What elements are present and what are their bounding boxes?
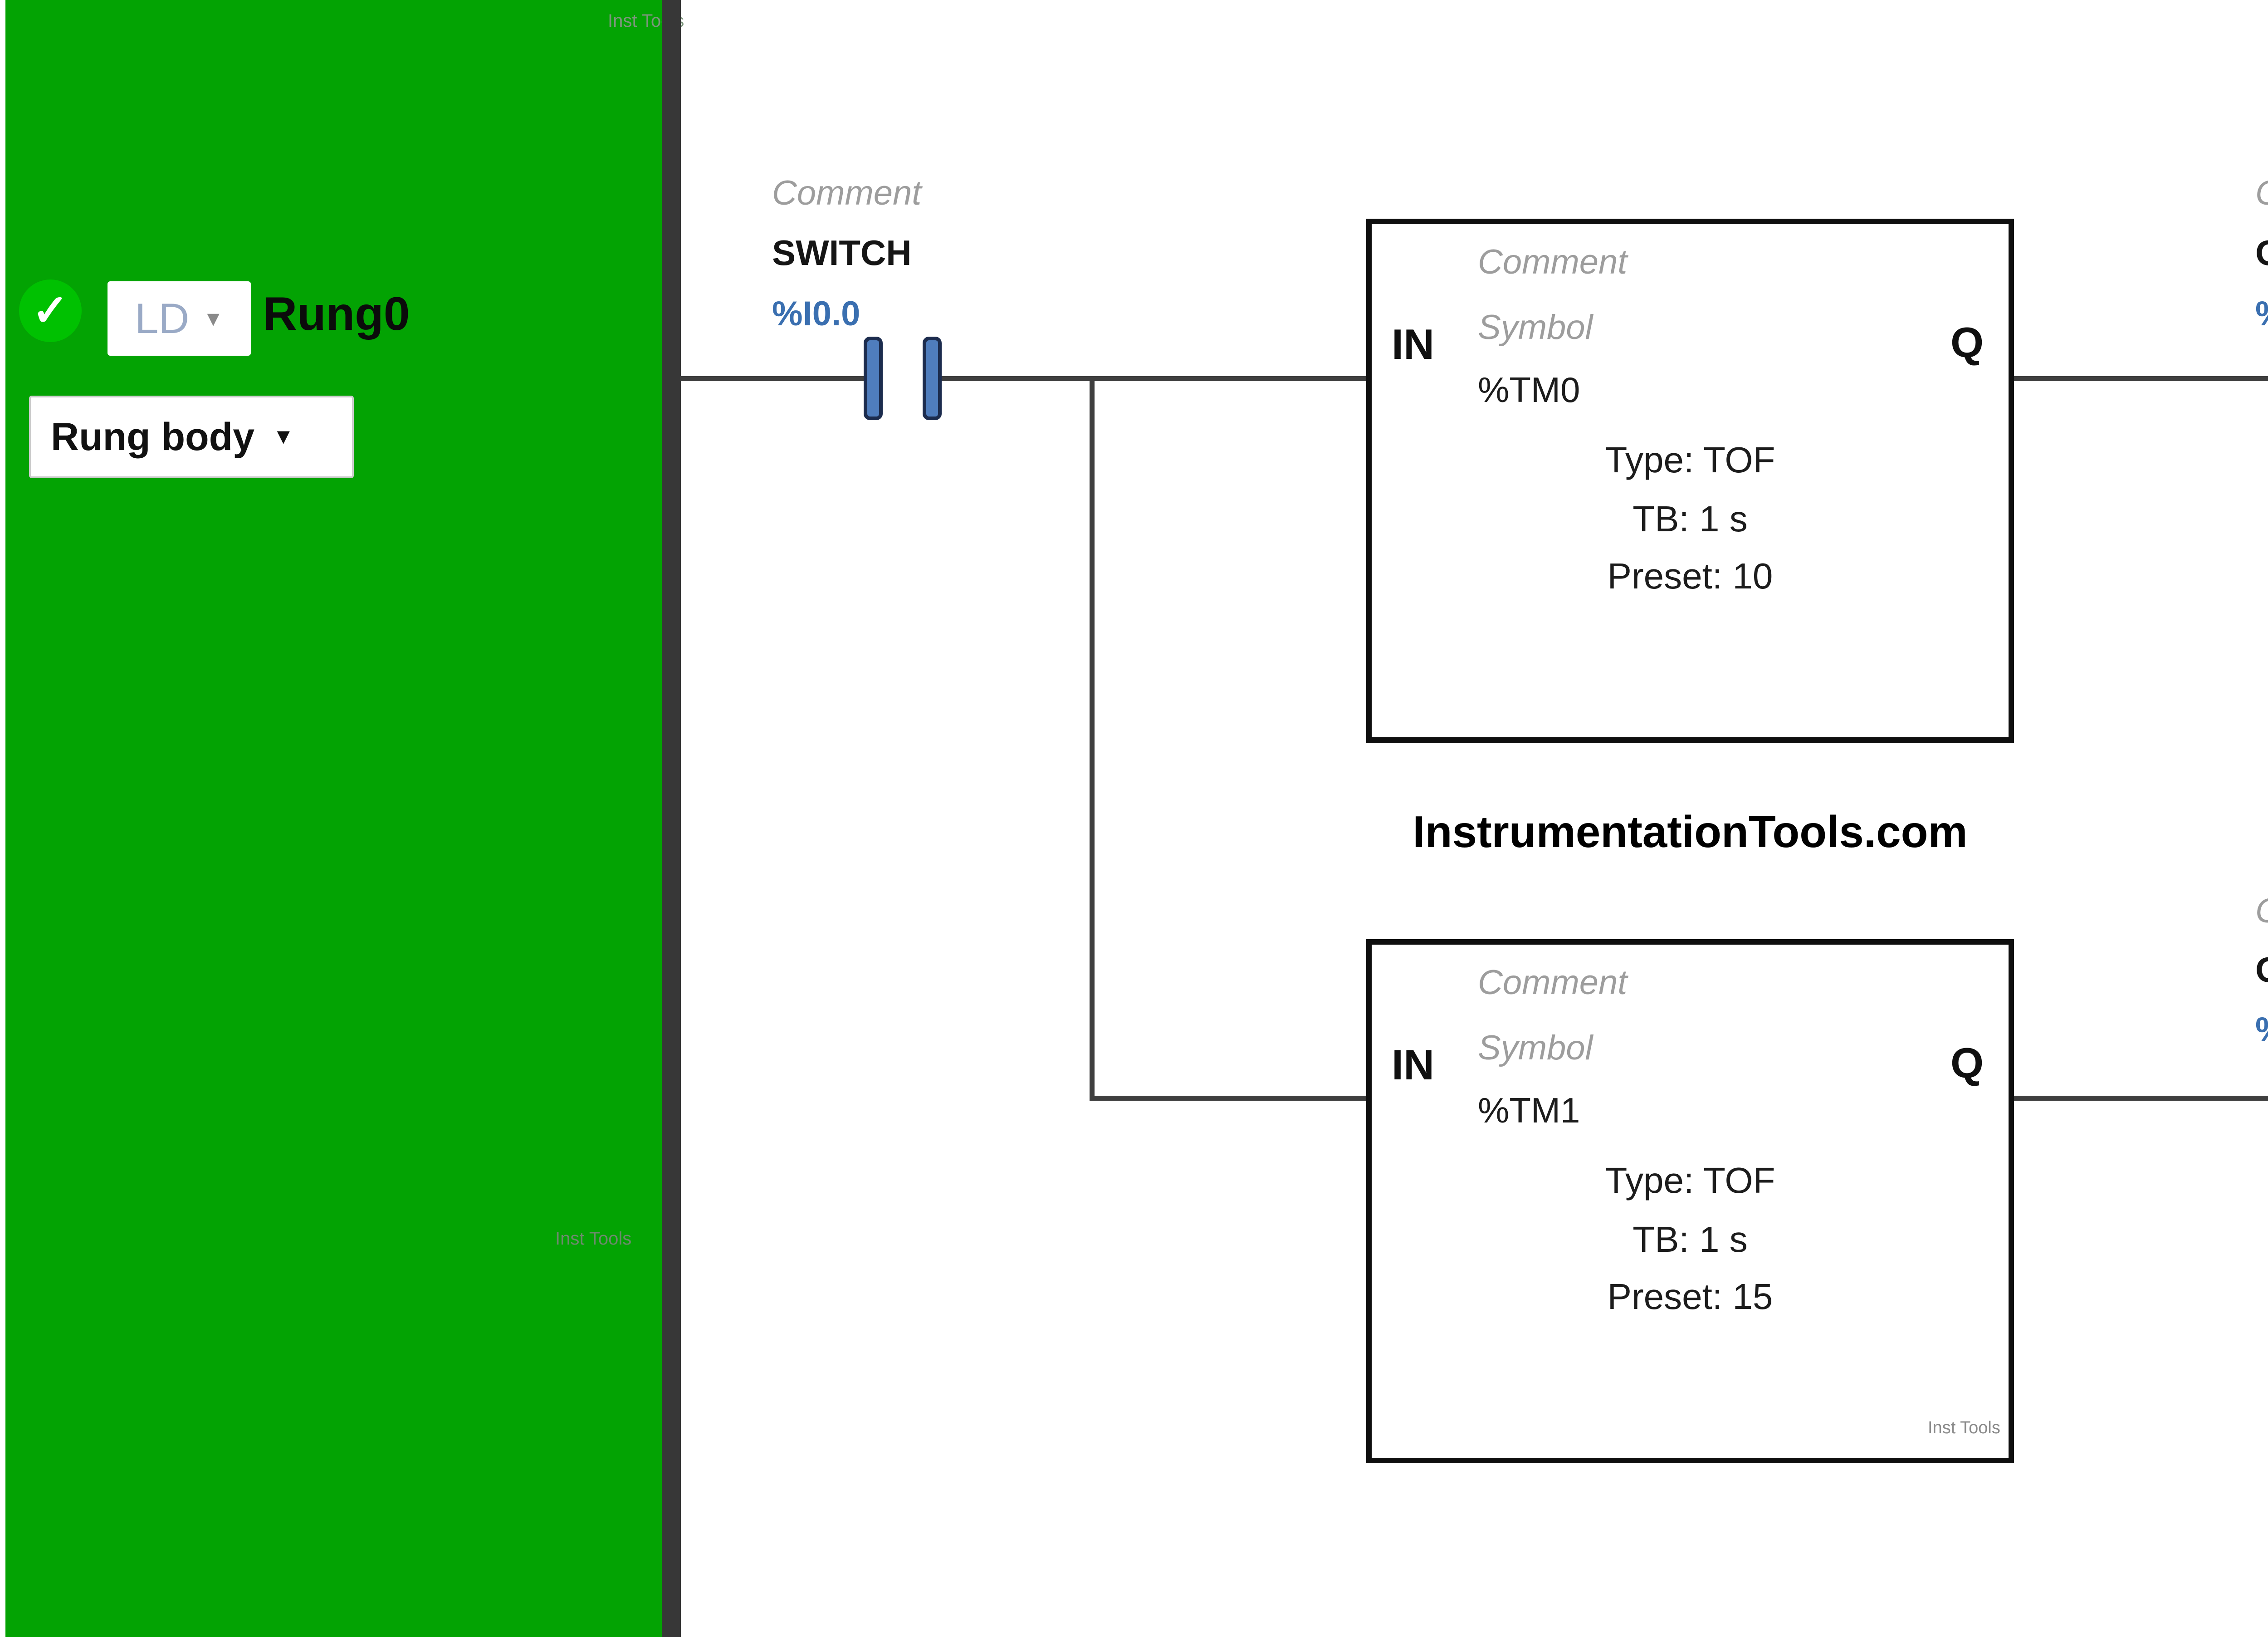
- contact-symbol-left-bar[interactable]: [864, 337, 883, 420]
- rung-body-dropdown[interactable]: Rung body ▼: [29, 396, 354, 478]
- coil2-address[interactable]: %Q0.1: [2255, 1013, 2268, 1047]
- check-glyph: ✓: [32, 286, 69, 335]
- timer2-address[interactable]: %TM1: [1478, 1090, 1580, 1130]
- rung-body-dropdown-value: Rung body: [51, 415, 255, 459]
- rung-title: Rung0: [263, 288, 410, 340]
- timer1-in-pin: IN: [1392, 320, 1434, 368]
- timer1-symbol-label[interactable]: Symbol: [1478, 308, 1593, 347]
- contact-address[interactable]: %I0.0: [772, 294, 860, 333]
- timer1-comment[interactable]: Comment: [1478, 243, 1628, 281]
- chevron-down-icon: ▼: [203, 307, 224, 330]
- timer2-watermark: Inst Tools: [1928, 1418, 2000, 1437]
- timer1-type[interactable]: Type: TOF: [1605, 440, 1775, 480]
- language-dropdown-value: LD: [135, 294, 190, 342]
- coil1-name[interactable]: OUTPUT_1: [2255, 235, 2268, 270]
- center-watermark: InstrumentationTools.com: [1413, 807, 1968, 857]
- timer2-preset[interactable]: Preset: 15: [1607, 1276, 1773, 1317]
- timer1-time-base[interactable]: TB: 1 s: [1633, 499, 1748, 539]
- timer1-q-pin: Q: [1950, 319, 1984, 366]
- panel-watermark: Inst Tools: [555, 1229, 632, 1249]
- contact-name[interactable]: SWITCH: [772, 233, 912, 273]
- timer1-preset[interactable]: Preset: 10: [1607, 556, 1773, 596]
- language-dropdown[interactable]: LD ▼: [108, 281, 251, 356]
- coil1-address[interactable]: %Q0.0: [2255, 297, 2268, 331]
- timer-block-2[interactable]: [1366, 939, 2014, 1463]
- coil2-name[interactable]: OUTPUT_2: [2255, 952, 2268, 987]
- wire-contact-to-timer1: [942, 376, 1366, 381]
- rung-header-panel: [5, 0, 662, 1637]
- timer2-comment[interactable]: Comment: [1478, 963, 1628, 1002]
- coil2-comment[interactable]: Comment: [2255, 894, 2268, 928]
- contact-symbol-right-bar[interactable]: [923, 337, 942, 420]
- timer2-q-pin: Q: [1950, 1039, 1984, 1087]
- timer2-in-pin: IN: [1392, 1041, 1434, 1088]
- timer1-address[interactable]: %TM0: [1478, 370, 1580, 410]
- contact-comment[interactable]: Comment: [772, 174, 922, 212]
- coil1-comment[interactable]: Comment: [2255, 176, 2268, 211]
- wire-branch-vertical: [1090, 376, 1095, 1101]
- wire-rail-to-contact: [680, 376, 865, 381]
- wire-timer1-q-to-coil1: [2014, 376, 2268, 381]
- timer2-type[interactable]: Type: TOF: [1605, 1160, 1775, 1201]
- wire-branch-to-timer2: [1090, 1096, 1366, 1101]
- rung-valid-check-icon: ✓: [19, 279, 82, 342]
- chevron-down-icon: ▼: [273, 425, 294, 449]
- panel-divider: [662, 0, 681, 1637]
- timer2-time-base[interactable]: TB: 1 s: [1633, 1219, 1748, 1260]
- wire-timer2-q-to-coil2: [2014, 1096, 2268, 1101]
- timer-block-1[interactable]: [1366, 219, 2014, 743]
- timer2-symbol-label[interactable]: Symbol: [1478, 1029, 1593, 1067]
